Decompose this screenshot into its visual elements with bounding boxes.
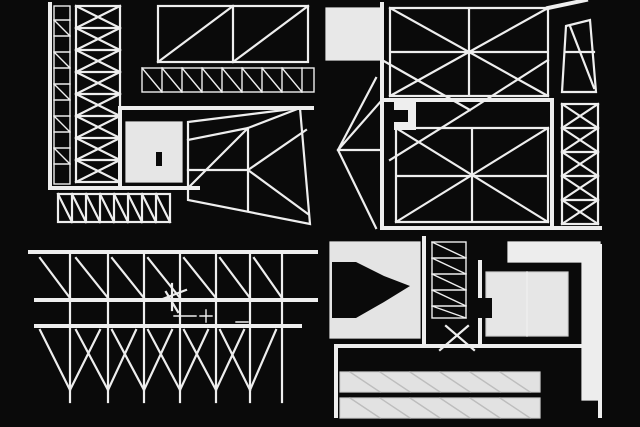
solid-plate [125, 121, 183, 183]
ribbed-plates [339, 371, 541, 419]
u-bracket [394, 102, 416, 130]
connector-node [158, 282, 188, 314]
sprue-top-left [48, 2, 315, 226]
diagonal-struts-top [380, 58, 550, 162]
sprue-bottom-right [329, 236, 602, 419]
truss-frame-top [156, 4, 310, 64]
sprue-bottom-left [28, 250, 318, 404]
plate-window [156, 152, 162, 166]
truss-x-large [388, 6, 550, 98]
sprue-parts [28, 0, 602, 419]
frame-verticals [38, 252, 284, 404]
ladder-small [431, 241, 467, 319]
diagonal-struts-left [336, 76, 384, 230]
truss-triangle [186, 106, 312, 226]
sprue-top-right [325, 0, 602, 230]
plate-notch [332, 262, 410, 318]
diagonal-brace [438, 324, 476, 352]
ladder-left [53, 5, 71, 185]
ladder-horizontal [141, 67, 315, 93]
corner-bracket [560, 18, 598, 94]
solid-panel-top [325, 7, 381, 61]
inner-panel-dark-gap [478, 298, 492, 318]
truss-panel-lower [394, 126, 550, 224]
large-panel [507, 241, 601, 401]
ladder-bottom [56, 192, 172, 224]
ladder-x-braced [74, 4, 122, 184]
ladder-right [560, 102, 600, 226]
